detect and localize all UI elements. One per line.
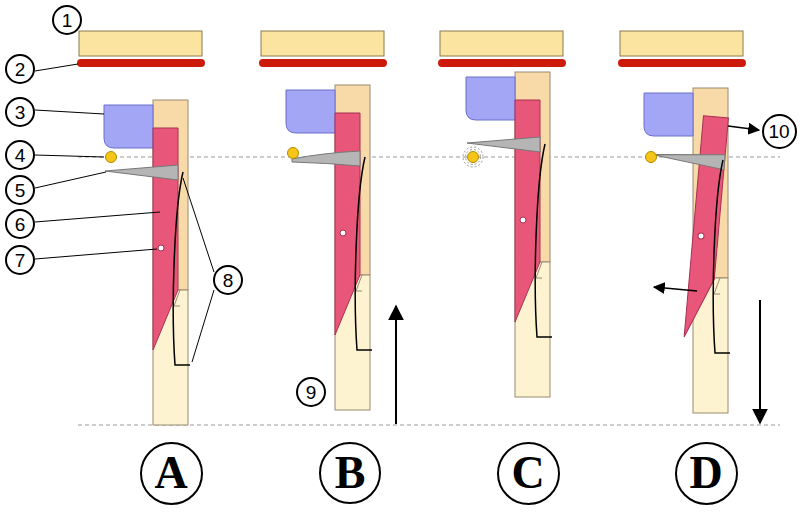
arrow-down [759,300,761,423]
callout-text: A [154,450,187,496]
callout-number: 8 [213,265,243,295]
string [288,148,299,159]
string [646,152,657,163]
panel-letter: A [140,442,203,505]
vibrating-string [463,147,483,167]
jack-rail [79,31,743,56]
leader-line [35,64,214,362]
panel-letter: B [319,442,381,504]
callout-text: 1 [62,11,73,30]
callout-number: 1 [52,5,82,35]
callout-text: 10 [768,122,789,141]
callout-text: 5 [15,181,26,200]
callout-text: 9 [306,383,317,402]
jack-c [466,72,552,397]
callout-number: 2 [5,54,35,84]
callout-number: 9 [296,377,326,407]
panel-letter: D [675,442,738,505]
arrow-up [395,306,397,424]
callout-number: 4 [5,140,35,170]
callout-text: B [335,450,366,496]
callout-number: 5 [5,175,35,205]
arrow-right [728,126,759,130]
callout-number: 3 [5,97,35,127]
callout-text: 4 [15,146,26,165]
callout-text: 3 [15,103,26,122]
callout-text: 6 [15,215,26,234]
felt [77,59,746,67]
callout-text: C [511,450,544,496]
callout-text: D [689,450,722,496]
arrow-left [654,287,697,291]
string [106,152,117,163]
panel-letter: C [497,442,560,505]
jack-b [286,85,372,410]
jack-d [636,88,730,413]
callout-text: 7 [15,251,26,270]
callout-number: 6 [5,209,35,239]
callout-number: 7 [5,245,35,275]
callout-text: 8 [223,271,234,290]
callout-text: 2 [15,60,26,79]
jack-a [104,100,190,425]
callout-number: 10 [762,114,797,149]
